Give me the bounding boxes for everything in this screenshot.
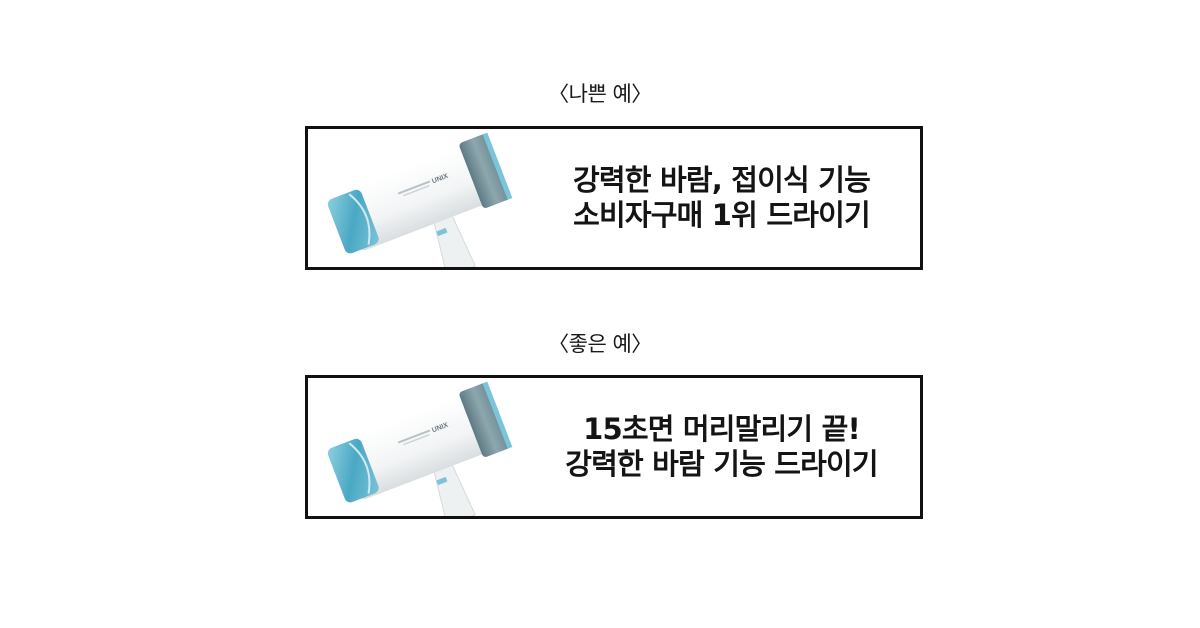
good-example-label: 〈좋은 예〉 bbox=[548, 332, 652, 356]
ad-copy-line-2: 소비자구매 1위 드라이기 bbox=[573, 198, 871, 232]
hair-dryer-icon: UNIX bbox=[326, 129, 526, 267]
hair-dryer-icon: UNIX bbox=[326, 378, 526, 516]
bad-example-label: 〈나쁜 예〉 bbox=[548, 82, 652, 106]
ad-copy-line-2: 강력한 바람 기능 드라이기 bbox=[565, 447, 878, 481]
good-example-ad-box: UNIX 15초면 머리말리기 끝! 강력한 바람 기능 드라이기 bbox=[305, 375, 923, 519]
ad-copy: 강력한 바람, 접이식 기능 소비자구매 1위 드라이기 bbox=[523, 129, 920, 267]
ad-copy-line-1: 강력한 바람, 접이식 기능 bbox=[573, 163, 871, 197]
bad-example-ad-box: UNIX 강력한 바람, 접이식 기능 소비자구매 1위 드라이기 bbox=[305, 126, 923, 270]
ad-copy: 15초면 머리말리기 끝! 강력한 바람 기능 드라이기 bbox=[523, 378, 920, 516]
ad-copy-line-1: 15초면 머리말리기 끝! bbox=[583, 412, 861, 446]
